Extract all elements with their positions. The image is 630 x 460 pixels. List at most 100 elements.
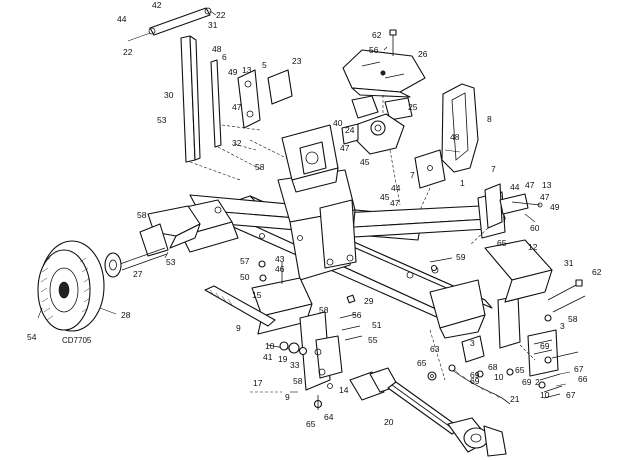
callout-58: 58 [319, 305, 329, 315]
callout-41: 41 [263, 352, 273, 362]
callout-43: 43 [275, 254, 285, 264]
callout-30: 30 [164, 90, 174, 100]
callout-47: 47 [340, 143, 350, 153]
callout-44: 44 [117, 14, 127, 24]
figure-code: CD7705 [62, 336, 92, 345]
handle-assembly [127, 7, 339, 193]
callout-22: 22 [123, 47, 133, 57]
callout-45: 45 [360, 157, 370, 167]
callout-59: 59 [456, 252, 466, 262]
callout-69: 69 [470, 376, 480, 386]
callout-47: 47 [232, 102, 242, 112]
callout-32: 32 [232, 138, 242, 148]
callout-58: 58 [293, 376, 303, 386]
callout-45: 45 [380, 192, 390, 202]
callout-26: 26 [418, 49, 428, 59]
callout-48: 48 [450, 132, 460, 142]
callout-9: 9 [236, 323, 241, 333]
callout-69: 69 [522, 377, 532, 387]
callout-7: 7 [410, 170, 415, 180]
callout-19: 19 [278, 354, 288, 364]
callout-53: 53 [166, 257, 176, 267]
right-bracket-assembly [469, 183, 543, 246]
spinner-disc-assembly [341, 29, 426, 155]
callout-31: 31 [208, 20, 218, 30]
callout-15: 15 [252, 290, 262, 300]
callout-63: 63 [430, 344, 440, 354]
callout-69: 69 [540, 341, 550, 351]
callout-25: 25 [408, 102, 418, 112]
callout-65: 65 [306, 419, 316, 429]
callout-20: 20 [384, 417, 394, 427]
callout-60: 60 [530, 223, 540, 233]
callout-9: 9 [285, 392, 290, 402]
callout-51: 51 [372, 320, 382, 330]
callout-53: 53 [157, 115, 167, 125]
main-frame [171, 139, 559, 381]
callout-65: 65 [515, 365, 525, 375]
callout-58: 58 [255, 162, 265, 172]
callout-23: 23 [292, 56, 302, 66]
callout-5: 5 [262, 60, 267, 70]
callout-58: 58 [568, 314, 578, 324]
callout-33: 33 [290, 360, 300, 370]
callout-54: 54 [27, 332, 37, 342]
callout-3: 3 [470, 338, 475, 348]
callout-27: 27 [133, 269, 143, 279]
callout-56: 56 [369, 45, 379, 55]
drive-assembly [204, 260, 363, 410]
callout-50: 50 [240, 272, 250, 282]
callout-46: 46 [275, 264, 285, 274]
callout-14: 14 [339, 385, 349, 395]
callout-10: 10 [494, 372, 504, 382]
callout-10: 10 [265, 341, 275, 351]
tongue-assembly [427, 239, 586, 405]
callout-13: 13 [542, 180, 552, 190]
callout-68: 68 [488, 362, 498, 372]
callout-48: 48 [212, 44, 222, 54]
callout-69: 69 [470, 370, 480, 380]
callout-67: 67 [566, 390, 576, 400]
drive-shaft [349, 367, 507, 457]
callout-56: 56 [352, 310, 362, 320]
callout-1: 1 [460, 178, 465, 188]
callout-49: 49 [228, 67, 238, 77]
callout-22: 22 [216, 10, 226, 20]
callout-47: 47 [525, 180, 535, 190]
callout-65: 65 [417, 358, 427, 368]
callout-58: 58 [137, 210, 147, 220]
callout-3: 3 [560, 321, 565, 331]
callout-62: 62 [592, 267, 602, 277]
callout-57: 57 [240, 256, 250, 266]
callout-44: 44 [391, 183, 401, 193]
callout-47: 47 [540, 192, 550, 202]
deflector-plate [414, 83, 479, 211]
callout-66: 66 [578, 374, 588, 384]
callout-44: 44 [510, 182, 520, 192]
callout-67: 67 [574, 364, 584, 374]
callout-8: 8 [487, 114, 492, 124]
callout-7: 7 [491, 164, 496, 174]
callout-17: 17 [253, 378, 263, 388]
callout-49: 49 [550, 202, 560, 212]
callout-64: 64 [324, 412, 334, 422]
callout-62: 62 [372, 30, 382, 40]
callout-10: 10 [540, 390, 550, 400]
callout-42: 42 [152, 0, 162, 10]
wheel-assembly [37, 205, 201, 332]
callout-13: 13 [242, 65, 252, 75]
callout-2: 2 [535, 377, 540, 387]
callout-31: 31 [564, 258, 574, 268]
callout-29: 29 [364, 296, 374, 306]
callout-12: 12 [528, 242, 538, 252]
callout-40: 40 [333, 118, 343, 128]
callout-28: 28 [121, 310, 131, 320]
callout-24: 24 [345, 125, 355, 135]
callout-65: 65 [497, 238, 507, 248]
callout-55: 55 [368, 335, 378, 345]
callout-6: 6 [222, 52, 227, 62]
callout-47: 47 [390, 198, 400, 208]
callout-21: 21 [510, 394, 520, 404]
